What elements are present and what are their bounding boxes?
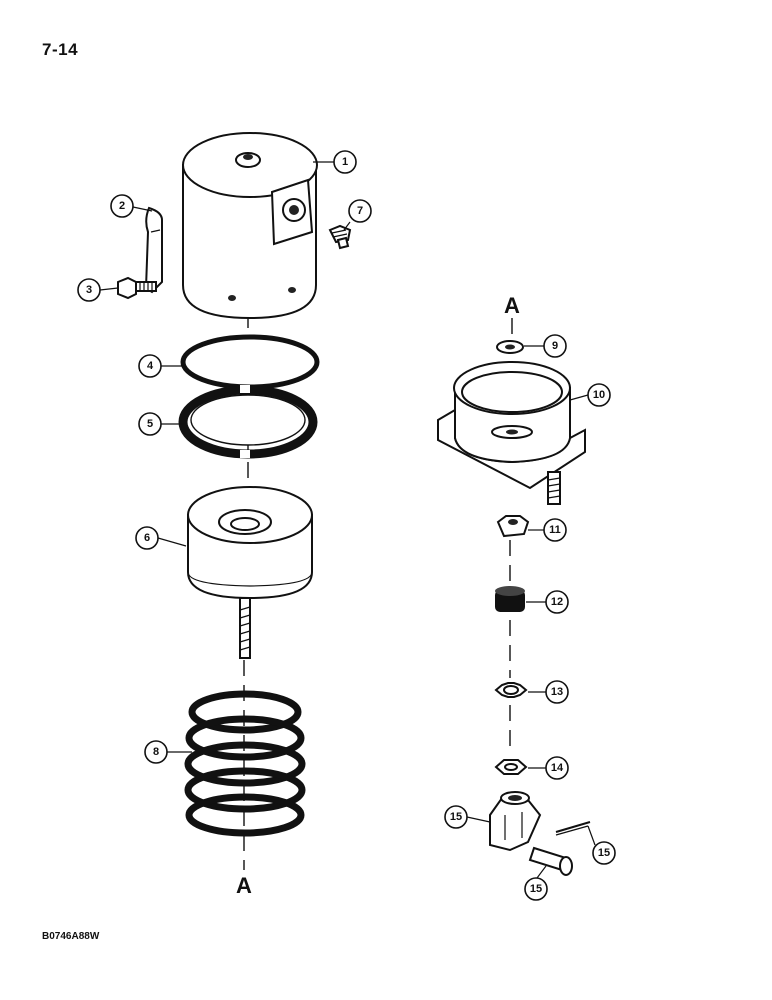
nut-part xyxy=(496,515,530,538)
callout-15-pin: 15 xyxy=(524,877,548,901)
svg-text:5: 5 xyxy=(147,418,153,430)
grease-fitting-part xyxy=(328,224,352,250)
svg-text:12: 12 xyxy=(551,596,563,608)
star-washer-part xyxy=(496,340,524,354)
svg-text:14: 14 xyxy=(551,762,564,774)
callout-4: 4 xyxy=(138,354,162,378)
plate-part xyxy=(144,206,163,294)
callout-9: 9 xyxy=(543,334,567,358)
clevis-pin-part xyxy=(528,846,573,876)
reference-letter-bottom: A xyxy=(236,873,252,898)
svg-text:10: 10 xyxy=(593,389,605,401)
svg-text:9: 9 xyxy=(552,340,558,352)
backup-ring-part xyxy=(178,385,318,459)
bushing-part xyxy=(495,586,525,612)
figure-code: B0746A88W xyxy=(42,931,100,942)
callout-2: 2 xyxy=(110,194,134,218)
jam-nut-part xyxy=(494,759,528,775)
callout-11: 11 xyxy=(543,518,567,542)
svg-text:6: 6 xyxy=(144,532,150,544)
clevis-part xyxy=(489,791,542,852)
callout-15-cotter-pin: 15 xyxy=(592,841,616,865)
callout-7: 7 xyxy=(348,199,372,223)
callout-8: 8 xyxy=(144,740,168,764)
reference-letter-top: A xyxy=(504,293,520,318)
svg-text:1: 1 xyxy=(342,156,348,168)
callout-12: 12 xyxy=(545,590,569,614)
svg-text:4: 4 xyxy=(147,360,154,372)
svg-text:15: 15 xyxy=(450,811,462,823)
svg-text:15: 15 xyxy=(530,883,542,895)
piston-part xyxy=(187,486,313,659)
bolt-part xyxy=(117,276,157,300)
svg-text:2: 2 xyxy=(119,200,125,212)
svg-text:15: 15 xyxy=(598,847,610,859)
housing-part xyxy=(182,132,318,320)
svg-text:13: 13 xyxy=(551,686,563,698)
callout-1: 1 xyxy=(333,150,357,174)
page-number: 7-14 xyxy=(42,40,79,59)
callout-14: 14 xyxy=(545,756,569,780)
callout-10: 10 xyxy=(587,383,611,407)
svg-text:3: 3 xyxy=(86,284,92,296)
cotter-pin-part xyxy=(555,821,591,836)
svg-text:7: 7 xyxy=(357,205,363,217)
svg-text:11: 11 xyxy=(549,524,561,536)
o-ring-part xyxy=(180,334,320,390)
spring-part xyxy=(184,690,306,837)
callout-5: 5 xyxy=(138,412,162,436)
svg-text:8: 8 xyxy=(153,746,159,758)
callout-3: 3 xyxy=(77,278,101,302)
bracket-part xyxy=(437,361,586,505)
lock-washer-part xyxy=(494,682,528,698)
callout-15-clevis: 15 xyxy=(444,805,468,829)
callout-6: 6 xyxy=(135,526,159,550)
callout-13: 13 xyxy=(545,680,569,704)
